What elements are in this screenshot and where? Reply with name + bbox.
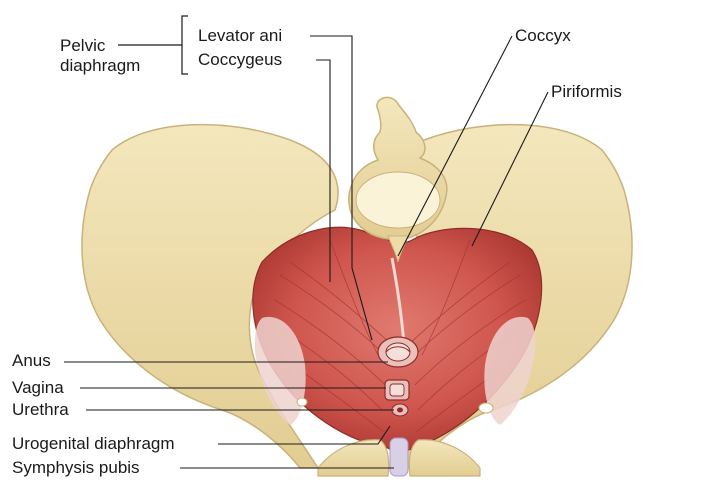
levator-ani-label: Levator ani [198,26,282,46]
pelvic-diaphragm-label-line1: Pelvic [60,36,105,56]
coccygeus-label: Coccygeus [198,50,282,70]
left-pubis [318,440,389,476]
vagina-label: Vagina [12,378,64,398]
left-foramen [297,398,307,406]
right-foramen [479,403,493,413]
right-pubis [409,440,480,476]
vagina-opening [385,380,409,400]
urethra-opening [392,404,408,416]
symphysis-cartilage [390,438,408,476]
piriformis-label: Piriformis [551,82,622,102]
coccyx-label: Coccyx [515,26,571,46]
urethra-label: Urethra [12,400,69,420]
symphysis-pubis-label: Symphysis pubis [12,458,140,478]
pelvic-diaphragm-label-line2: diaphragm [60,56,140,76]
urogenital-diaphragm-label: Urogenital diaphragm [12,434,175,454]
anus-label: Anus [12,351,51,371]
